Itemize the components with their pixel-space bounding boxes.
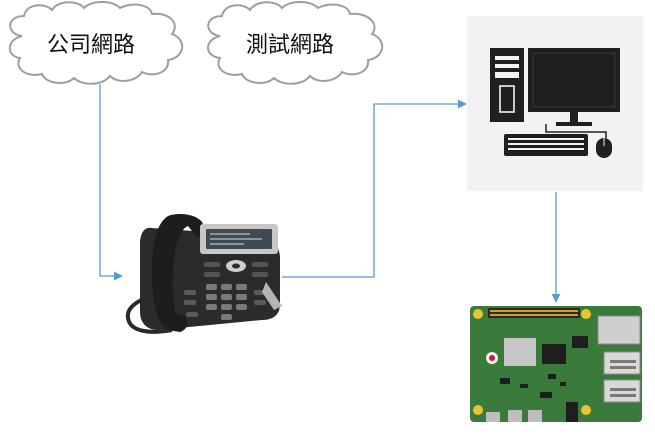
pc-tower [490,48,524,122]
connector-phone-to-computer [282,99,467,278]
power-port [486,412,500,422]
usb-chip [572,336,588,348]
monitor-base [556,122,592,126]
handset [152,214,206,332]
cloud-test-network: 測試網路 [207,1,383,85]
hdmi-port [508,410,522,422]
softkeys [204,262,268,277]
screen-lines [210,233,262,245]
raspberry-pi-board-icon [470,306,642,422]
audio-port [566,402,578,422]
monitor-screen [532,52,616,108]
keyboard-keys [508,138,584,150]
desktop-computer-icon [467,16,643,191]
tower-panel [499,85,515,113]
gpio-header [488,308,580,318]
desk-phone-icon [125,214,282,334]
connector-company-to-phone [99,84,123,281]
drive-bay [495,72,519,78]
keypad [206,284,247,320]
cloud-icon [207,1,383,85]
monitor-neck [570,112,578,122]
ram-chip [542,344,566,364]
cloud-icon [8,1,183,85]
cloud-label-company-network: 公司網路 [47,33,135,58]
port-slots [610,360,636,397]
phone-stand [262,282,282,310]
ethernet-port [597,315,641,345]
mouse [596,138,612,158]
cloud-company-network: 公司網路 [8,1,183,85]
hdmi-port [528,410,542,422]
mouse-cable [545,124,607,138]
smd-components [500,374,566,398]
gpio-pins [490,310,578,316]
nav-center [232,263,240,269]
drive-bay [495,56,519,60]
soc-chip [504,338,536,366]
raspberry-logo-berry [489,355,495,361]
mounting-holes [473,309,591,415]
cloud-label-test-network: 測試網路 [246,33,334,58]
drive-bay [495,64,519,68]
